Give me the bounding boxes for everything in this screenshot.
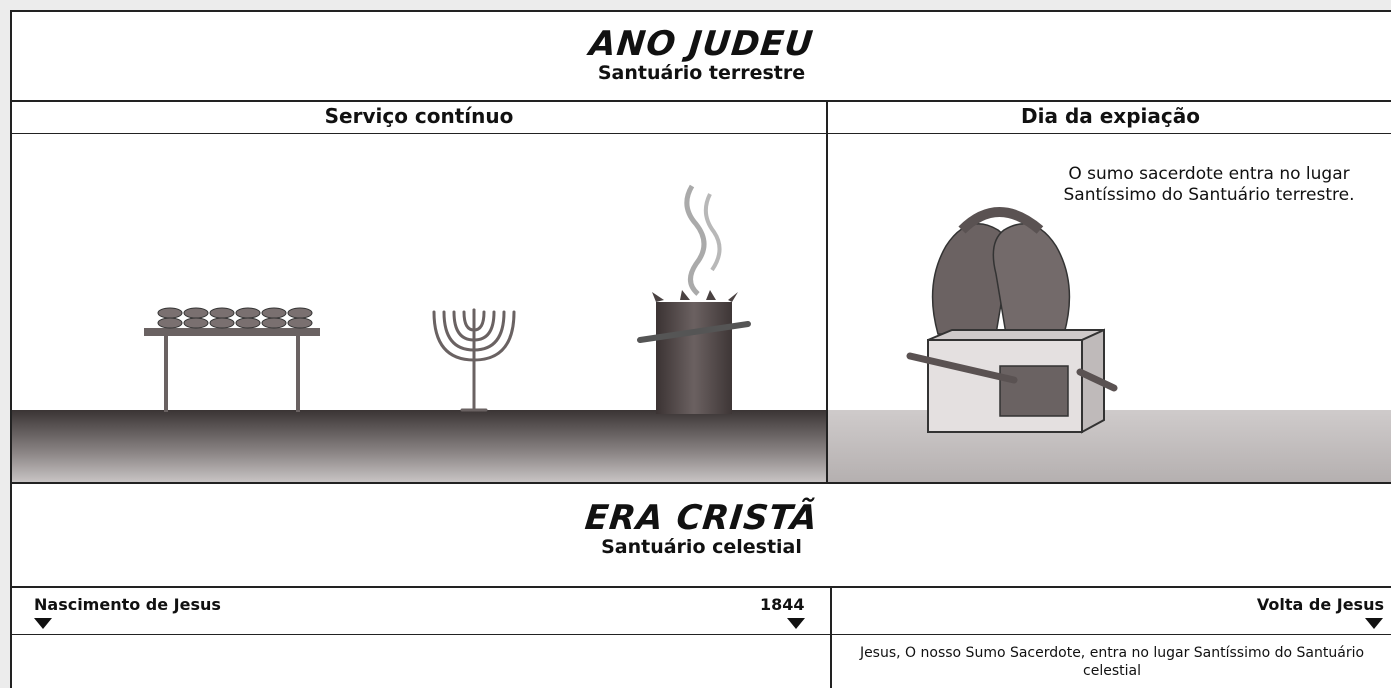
column-divider <box>830 586 832 688</box>
year-1844-label: 1844 <box>760 595 805 614</box>
volta-label: Volta de Jesus <box>1256 595 1384 614</box>
column-divider <box>826 100 828 482</box>
ground <box>828 410 1391 482</box>
diagram-sheet: ANO JUDEU Santuário terrestre Serviço co… <box>10 10 1391 688</box>
divider-line <box>12 133 1391 134</box>
divider-line <box>12 634 1391 635</box>
era-crista-header: ERA CRISTÃ Santuário celestial <box>12 498 1391 558</box>
dia-expiacao-illustration <box>828 207 1391 482</box>
ark-of-covenant-icon <box>906 207 1118 434</box>
ano-judeu-title: ANO JUDEU <box>587 24 816 64</box>
showbread-table-icon <box>144 307 320 412</box>
divider-line <box>12 100 1391 102</box>
servico-continuo-illustration <box>12 184 826 482</box>
volta-arrow-icon <box>1365 618 1383 629</box>
dia-expiacao-caption: O sumo sacerdote entra no lugar Santíssi… <box>1063 164 1355 205</box>
servico-continuo-heading: Serviço contínuo <box>324 104 514 128</box>
ano-judeu-subtitle: Santuário terrestre <box>597 62 806 84</box>
era-crista-caption: Jesus, O nosso Sumo Sacerdote, entra no … <box>859 645 1365 679</box>
nascimento-arrow-icon <box>34 618 52 629</box>
ano-judeu-header: ANO JUDEU Santuário terrestre <box>12 24 1391 84</box>
incense-altar-icon <box>637 184 751 414</box>
era-crista-title: ERA CRISTÃ <box>583 498 820 538</box>
divider-line <box>12 482 1391 484</box>
divider-line <box>12 586 1391 588</box>
year-1844-arrow-icon <box>787 618 805 629</box>
nascimento-label: Nascimento de Jesus <box>34 595 221 614</box>
dia-expiacao-heading: Dia da expiação <box>1021 104 1200 128</box>
menorah-icon <box>432 308 516 412</box>
ground <box>12 410 826 482</box>
era-crista-subtitle: Santuário celestial <box>601 536 802 558</box>
